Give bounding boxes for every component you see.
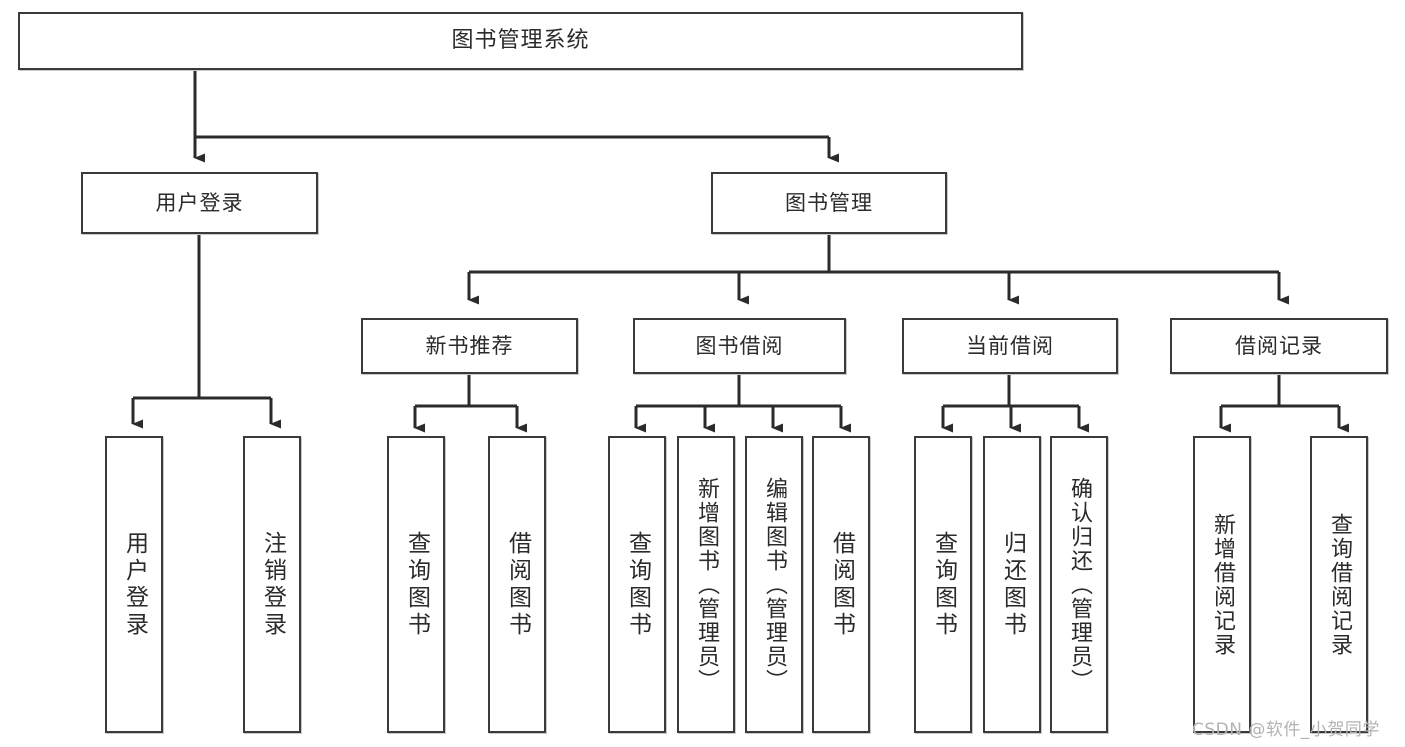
leaf-user-login[interactable]: 用户登录 <box>105 436 163 733</box>
node-label: 编辑图书（管理员） <box>762 476 787 693</box>
node-label: 借阅图书 <box>504 530 531 639</box>
node-label: 借阅记录 <box>1235 333 1323 358</box>
node-label: 图书借阅 <box>695 333 784 358</box>
node-label: 图书管理系统 <box>451 28 590 54</box>
node-label: 查询图书 <box>930 530 957 639</box>
node-current-borrowing[interactable]: 当前借阅 <box>902 318 1118 374</box>
csdn-watermark: CSDN @软件_小贺同学 <box>1192 720 1380 740</box>
leaf-add-book-admin[interactable]: 新增图书（管理员） <box>677 436 735 733</box>
node-label: 用户登录 <box>121 530 148 639</box>
leaf-add-borrow-record[interactable]: 新增借阅记录 <box>1193 436 1251 733</box>
leaf-borrow-book-newbook[interactable]: 借阅图书 <box>488 436 546 733</box>
node-label: 新书推荐 <box>425 333 514 358</box>
node-label: 查询借阅记录 <box>1327 512 1352 657</box>
leaf-return-book[interactable]: 归还图书 <box>983 436 1041 733</box>
node-label: 新增借阅记录 <box>1210 512 1235 657</box>
leaf-query-borrow-record[interactable]: 查询借阅记录 <box>1310 436 1368 733</box>
leaf-query-book-newbook[interactable]: 查询图书 <box>387 436 445 733</box>
node-new-book-recommendation[interactable]: 新书推荐 <box>361 318 578 374</box>
leaf-confirm-return-admin[interactable]: 确认归还（管理员） <box>1050 436 1108 733</box>
node-label: 新增图书（管理员） <box>694 476 719 693</box>
node-root-book-management-system[interactable]: 图书管理系统 <box>18 12 1023 70</box>
node-label: 借阅图书 <box>828 530 855 639</box>
node-label: 图书管理 <box>785 190 873 215</box>
node-user-login[interactable]: 用户登录 <box>81 172 318 234</box>
node-label: 归还图书 <box>999 530 1026 639</box>
node-borrow-records[interactable]: 借阅记录 <box>1170 318 1388 374</box>
node-label: 确认归还（管理员） <box>1067 476 1092 693</box>
node-label: 用户登录 <box>155 190 244 215</box>
node-label: 查询图书 <box>403 530 430 639</box>
leaf-user-logout[interactable]: 注销登录 <box>243 436 301 733</box>
node-label: 查询图书 <box>624 530 651 639</box>
leaf-query-book-borrow[interactable]: 查询图书 <box>608 436 666 733</box>
node-book-borrowing[interactable]: 图书借阅 <box>633 318 846 374</box>
node-label: 当前借阅 <box>966 333 1054 358</box>
leaf-borrow-book-borrow[interactable]: 借阅图书 <box>812 436 870 733</box>
node-label: 注销登录 <box>259 530 286 639</box>
node-book-management[interactable]: 图书管理 <box>711 172 947 234</box>
leaf-edit-book-admin[interactable]: 编辑图书（管理员） <box>745 436 803 733</box>
leaf-query-book-current[interactable]: 查询图书 <box>914 436 972 733</box>
